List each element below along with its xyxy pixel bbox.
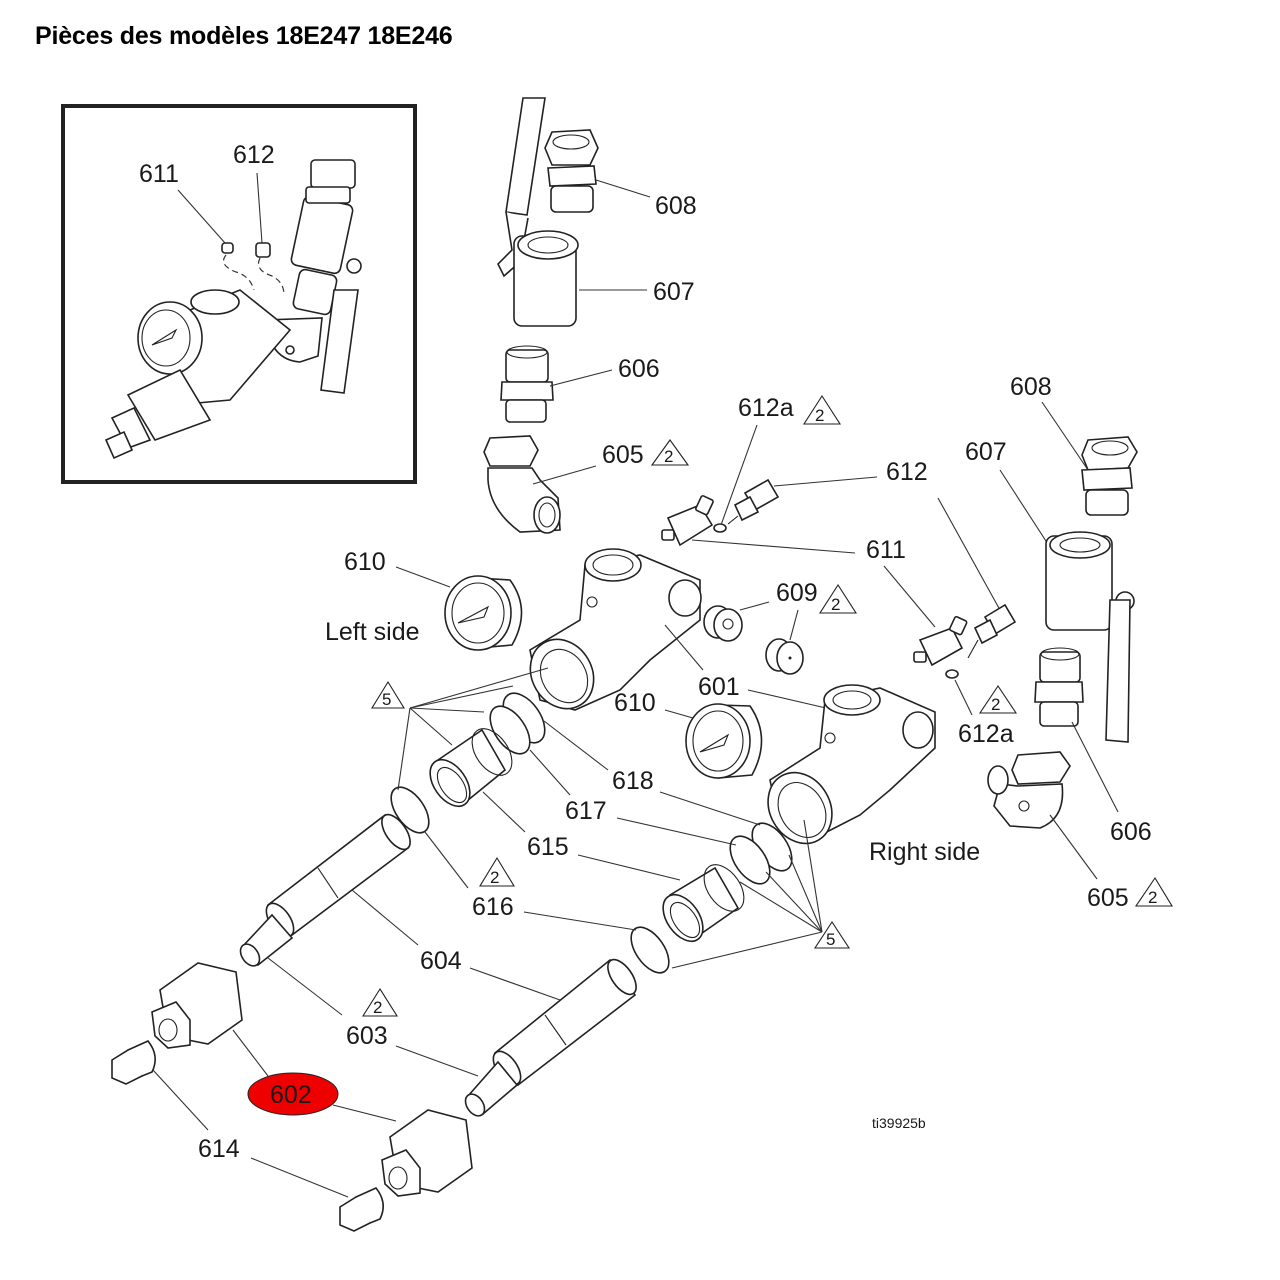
callout-615[interactable]: 615: [527, 833, 569, 861]
callout-605-left[interactable]: 605: [602, 441, 644, 469]
warning-triangle-612a-top: 2: [802, 394, 842, 425]
callout-606-right[interactable]: 606: [1110, 818, 1152, 846]
part-603-right-tube[interactable]: [462, 1060, 519, 1119]
part-601-right-manifold[interactable]: [756, 684, 936, 855]
warning-triangle-605-left: 2: [650, 439, 690, 466]
figure-reference: ti39925b: [872, 1115, 926, 1131]
part-603-left-tube[interactable]: [237, 913, 294, 969]
left-valve-group: [483, 97, 599, 534]
part-615-left-seal[interactable]: [422, 722, 520, 814]
callout-605-right[interactable]: 605: [1087, 884, 1129, 912]
part-610-right-gauge[interactable]: [685, 703, 763, 779]
callout-604[interactable]: 604: [420, 947, 462, 975]
inset-plug-612: [255, 242, 271, 258]
part-609-plug-b[interactable]: [765, 638, 804, 675]
svg-text:2: 2: [664, 447, 673, 466]
callout-609[interactable]: 609: [776, 579, 818, 607]
inset-label-611[interactable]: 611: [139, 160, 179, 188]
callout-603[interactable]: 603: [346, 1022, 388, 1050]
part-612a-right[interactable]: [945, 669, 959, 679]
inset-label-612[interactable]: 612: [233, 141, 275, 169]
right-valve-group: [987, 436, 1138, 829]
left-side-label: Left side: [325, 618, 420, 646]
callout-617[interactable]: 617: [565, 797, 607, 825]
part-609-plug-a[interactable]: [703, 605, 743, 642]
part-612-right[interactable]: [967, 603, 1017, 659]
right-side-label: Right side: [869, 838, 980, 866]
part-611-right[interactable]: [913, 615, 968, 667]
svg-text:2: 2: [815, 406, 824, 425]
svg-text:2: 2: [991, 695, 1000, 714]
callout-611-top[interactable]: 611: [866, 536, 906, 564]
part-608-left[interactable]: [544, 129, 599, 166]
part-617-left-oring[interactable]: [482, 699, 538, 760]
callout-607-right[interactable]: 607: [965, 438, 1007, 466]
svg-text:5: 5: [826, 930, 835, 949]
part-608-right[interactable]: [1081, 436, 1138, 471]
part-614-lower-cap[interactable]: [339, 1187, 384, 1232]
page-title: Pièces des modèles 18E247 18E246: [35, 22, 453, 50]
callout-612-top[interactable]: 612: [886, 458, 928, 486]
warning-triangle-609: 2: [818, 583, 858, 614]
part-616-right-oring[interactable]: [624, 921, 677, 980]
part-605-left[interactable]: [483, 435, 539, 467]
callout-618[interactable]: 618: [612, 767, 654, 795]
part-617-right-oring[interactable]: [722, 829, 778, 890]
callout-607-left[interactable]: 607: [653, 278, 695, 306]
callout-610-right[interactable]: 610: [614, 689, 656, 717]
warning-triangle-5-right: 5: [813, 920, 851, 949]
part-612a-top[interactable]: [713, 523, 727, 533]
part-606-left[interactable]: [505, 349, 549, 383]
part-602-upper-nut[interactable]: [151, 962, 243, 1049]
callout-602[interactable]: 602: [270, 1081, 312, 1109]
inset-frame: [61, 104, 417, 484]
callout-612a-right[interactable]: 612a: [958, 720, 1014, 748]
callout-614[interactable]: 614: [198, 1135, 240, 1163]
part-605-right[interactable]: [987, 751, 1071, 829]
part-601-left-manifold[interactable]: [518, 548, 702, 720]
warning-triangle-616: 2: [479, 856, 515, 887]
part-604-left-strainer[interactable]: [261, 810, 416, 941]
callout-606-left[interactable]: 606: [618, 355, 660, 383]
valve-handle-right: [1105, 599, 1131, 743]
valve-handle-left: [505, 97, 546, 216]
svg-text:2: 2: [1148, 888, 1157, 907]
part-615-right-seal[interactable]: [655, 858, 752, 949]
callout-612a-top[interactable]: 612a: [738, 394, 794, 422]
svg-text:2: 2: [490, 868, 499, 887]
callout-601[interactable]: 601: [698, 673, 740, 701]
inset-assembly: [104, 159, 362, 460]
part-612-top[interactable]: [727, 478, 780, 525]
svg-text:2: 2: [373, 998, 382, 1017]
warning-triangle-605-right: 2: [1134, 876, 1173, 907]
callout-602-highlight[interactable]: 602: [247, 1072, 339, 1116]
callout-610-left[interactable]: 610: [344, 548, 386, 576]
svg-text:2: 2: [831, 595, 840, 614]
warning-triangle-612a-right: 2: [978, 685, 1018, 714]
part-611-top[interactable]: [661, 495, 714, 547]
part-616-left-oring[interactable]: [384, 781, 437, 840]
part-606-right[interactable]: [1039, 651, 1081, 683]
callout-608-left[interactable]: 608: [655, 192, 697, 220]
inset-plug-611: [221, 242, 234, 254]
callout-616[interactable]: 616: [472, 893, 514, 921]
part-604-right-strainer[interactable]: [488, 955, 642, 1089]
part-610-left-gauge[interactable]: [444, 575, 523, 651]
part-602-lower-nut[interactable]: [381, 1109, 473, 1197]
inset-view: 611 612: [61, 104, 417, 484]
part-614-upper-cap[interactable]: [111, 1040, 156, 1085]
warning-triangle-5-left: 5: [371, 680, 405, 709]
warning-triangle-603: 2: [362, 987, 398, 1017]
callout-608-right[interactable]: 608: [1010, 373, 1052, 401]
svg-text:5: 5: [382, 690, 391, 709]
